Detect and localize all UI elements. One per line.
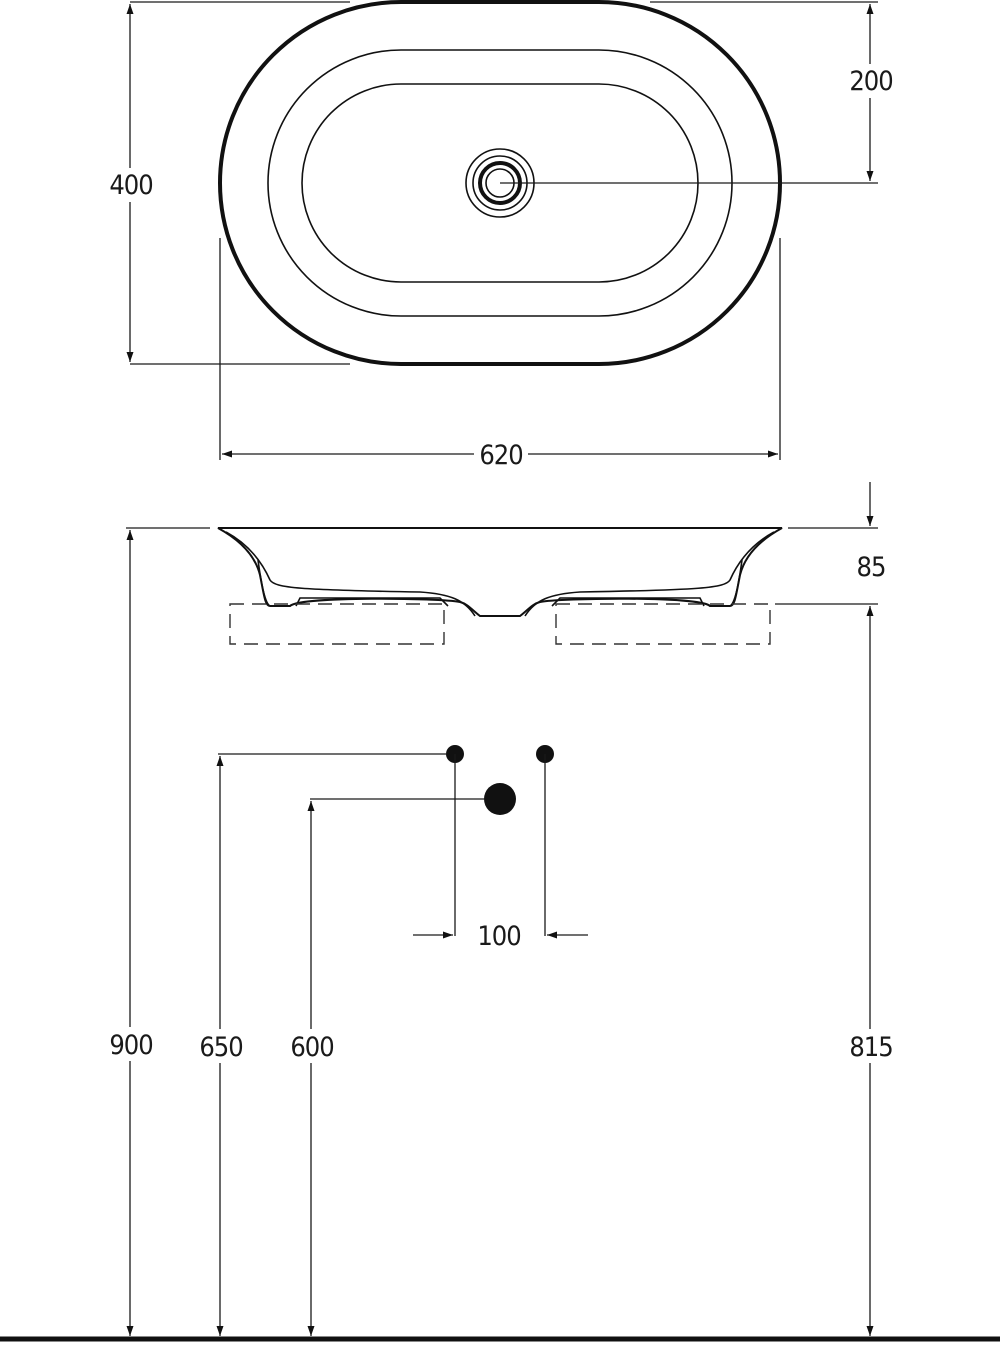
dim-label-620: 620 xyxy=(479,440,522,471)
waste-outlet xyxy=(484,783,516,815)
dim-label-400: 400 xyxy=(109,170,152,201)
dim-label-900: 900 xyxy=(109,1030,152,1061)
plan-view: 400 200 620 xyxy=(106,0,898,471)
dim-label-815: 815 xyxy=(849,1032,892,1063)
dim-label-600: 600 xyxy=(290,1032,333,1063)
support-left xyxy=(229,603,445,645)
elevation-view: 85 xyxy=(126,482,886,645)
dim-label-200: 200 xyxy=(849,66,892,97)
dim-label-650: 650 xyxy=(199,1032,242,1063)
dim-label-85: 85 xyxy=(857,552,886,583)
connection-points: 100 xyxy=(218,745,588,952)
height-dimensions: 900 650 600 815 xyxy=(104,530,898,1336)
basin-profile-inner xyxy=(225,531,476,617)
dim-label-100: 100 xyxy=(477,921,520,952)
support-right xyxy=(555,603,771,645)
basin-profile-outer xyxy=(217,527,783,617)
